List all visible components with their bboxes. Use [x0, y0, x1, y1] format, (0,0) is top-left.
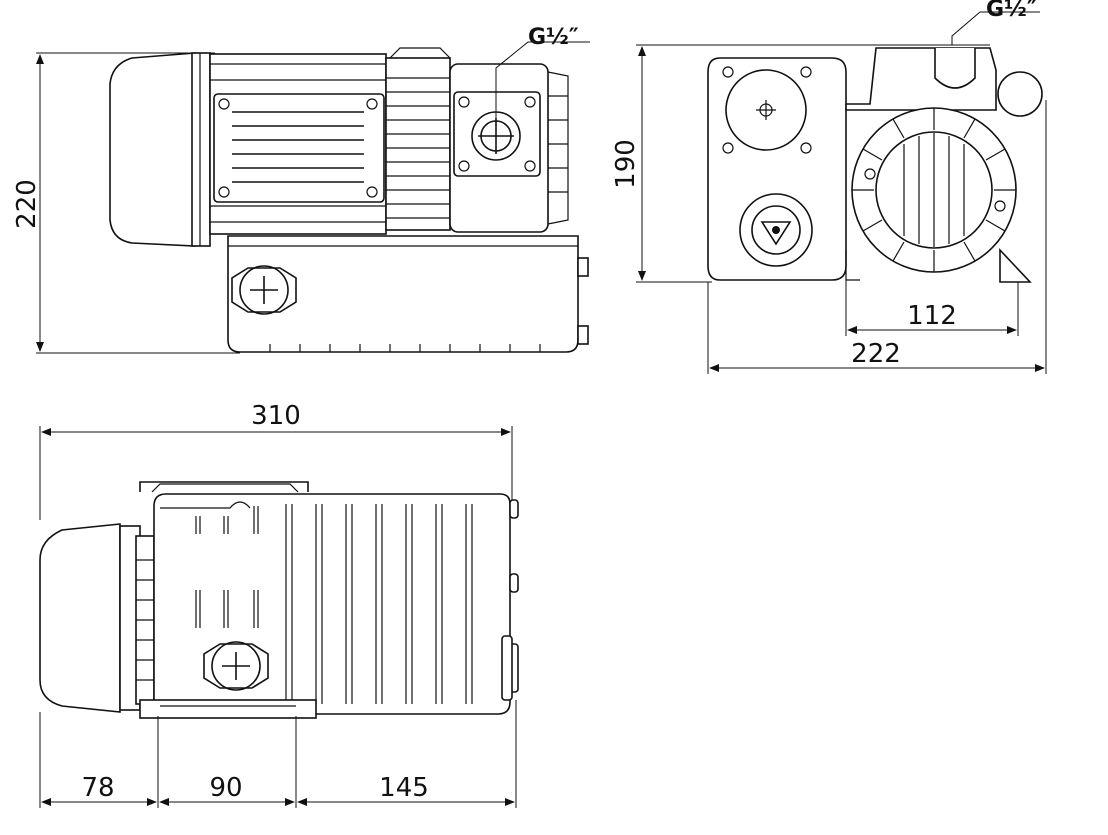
dim-112-label: 112 — [907, 301, 957, 331]
top-view: 310 — [39, 401, 519, 808]
motor-fins — [385, 57, 451, 231]
motor-end-cap — [109, 52, 196, 247]
fan-grille — [903, 133, 965, 247]
dim-90-label: 90 — [209, 773, 242, 803]
dim-145-label: 145 — [379, 773, 429, 803]
terminal-plate-screws — [218, 98, 378, 198]
dim-222-label: 222 — [851, 339, 901, 369]
top-fins — [285, 504, 473, 704]
dimension-112: 112 — [845, 280, 1019, 336]
side-port-label: G½″ — [528, 25, 579, 50]
side-view: 220 — [12, 25, 590, 354]
height-dimension-220: 220 — [12, 52, 240, 354]
terminal-plate — [213, 93, 385, 203]
top-slots — [195, 506, 259, 628]
inlet-flange — [453, 91, 541, 177]
dim-220-label: 220 — [12, 179, 42, 229]
fan-blades — [852, 108, 1016, 272]
height-dimension-190: 190 — [611, 44, 990, 283]
dim-190-label: 190 — [611, 139, 641, 189]
dim-310-label: 310 — [251, 401, 301, 431]
end-knob — [997, 71, 1043, 117]
bottom-dimensions: 78 90 145 — [39, 700, 517, 808]
end-port-label: G½″ — [986, 0, 1037, 22]
top-motor-cap — [39, 523, 121, 713]
terminal-plate-slots — [232, 111, 364, 183]
sump-ribs — [269, 344, 541, 352]
dim-78-label: 78 — [81, 773, 114, 803]
length-dimension-310: 310 — [39, 401, 513, 520]
end-view: 190 G½″ — [611, 0, 1047, 374]
dimension-222: 222 — [707, 100, 1047, 374]
